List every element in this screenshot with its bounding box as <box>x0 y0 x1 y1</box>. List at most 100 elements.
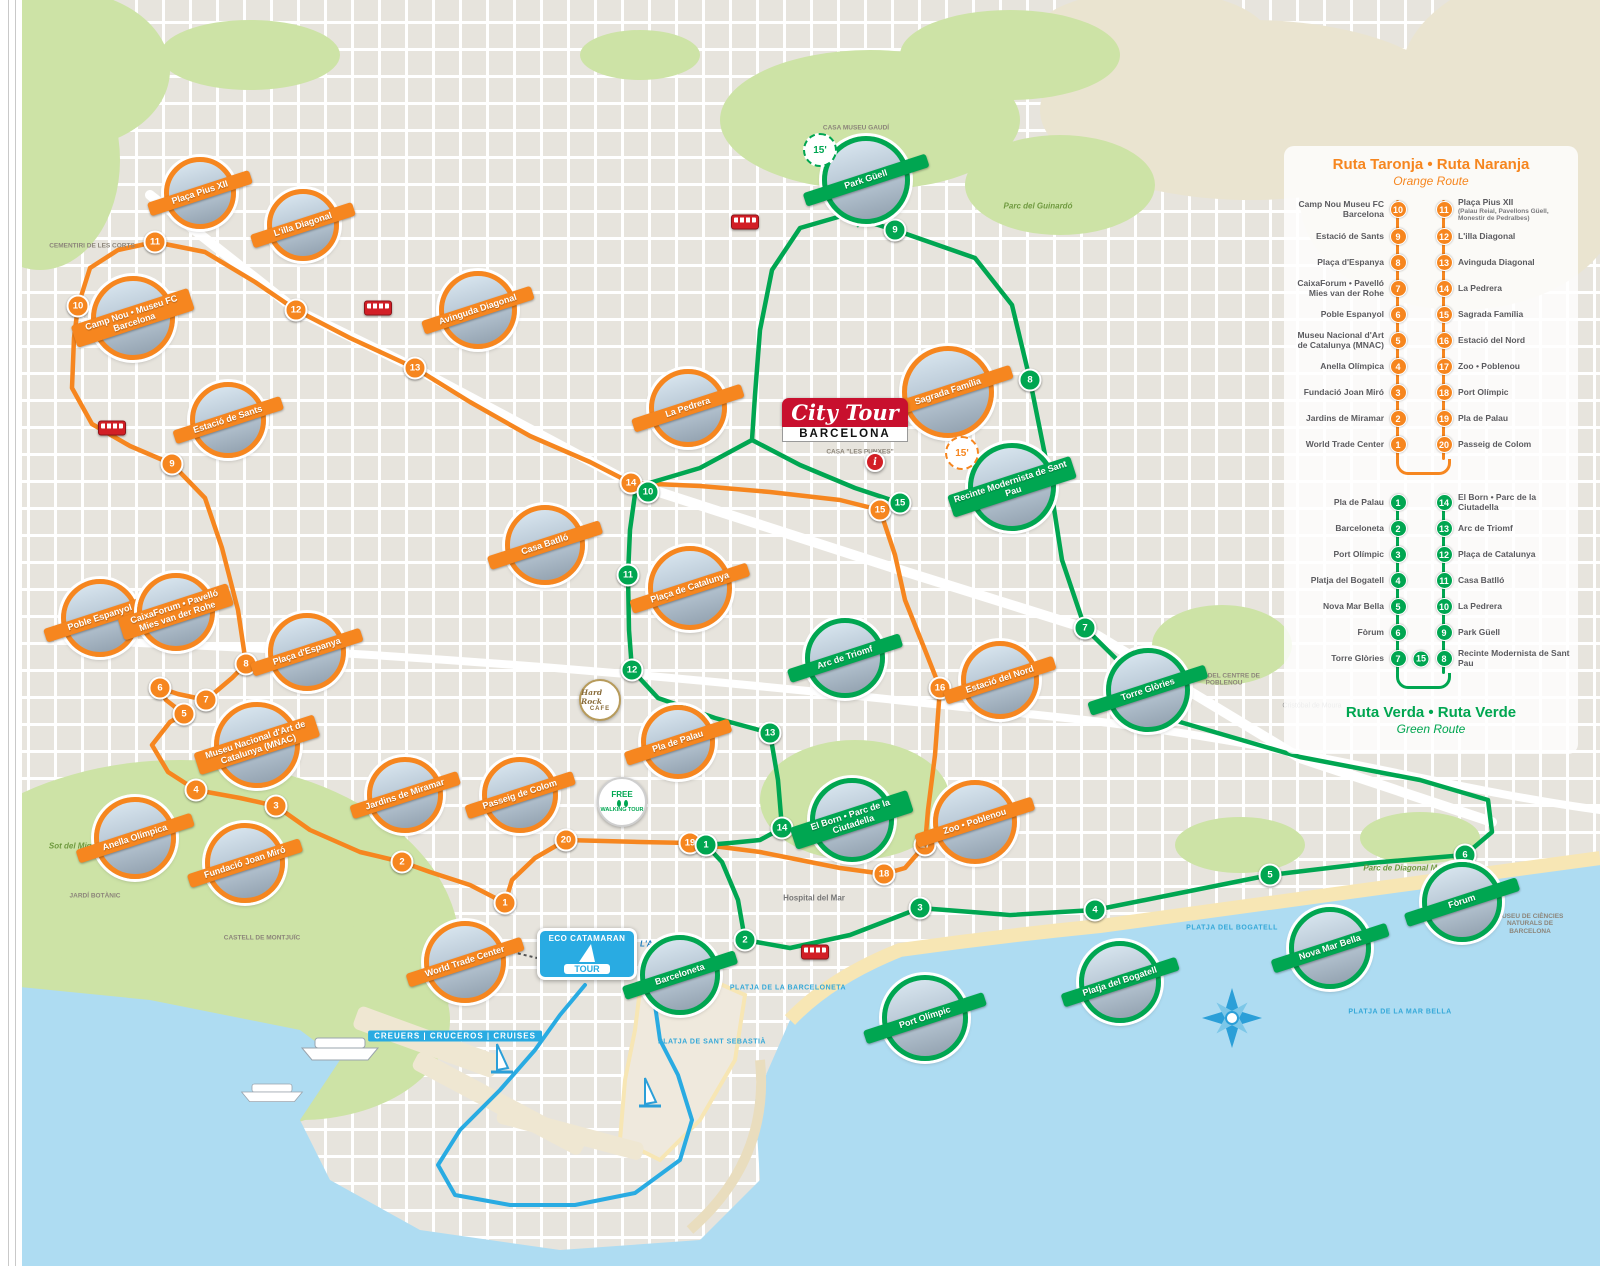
map-label: Parc del Guinardó <box>1003 201 1073 211</box>
landmark-zoo-poblenou[interactable]: Zoo • Poblenou <box>914 780 1036 864</box>
route-stop-green-12[interactable]: 12 <box>620 658 644 682</box>
map-label: MUSEU DE CIÈNCIES NATURALS DE BARCELONA <box>1496 912 1564 935</box>
landmark-l-illa-diagonal[interactable]: L'illa Diagonal <box>249 189 357 261</box>
eco-connector-dashed <box>511 951 538 959</box>
landmark-arc-de-triomf[interactable]: Arc de Triomf <box>786 618 904 698</box>
route-stop-green-7[interactable]: 7 <box>1073 616 1097 640</box>
route-stop-green-5[interactable]: 5 <box>1258 863 1282 887</box>
landmark-jardins-de-miramar[interactable]: Jardins de Miramar <box>349 757 461 833</box>
landmark-pla-a-de-catalunya[interactable]: Plaça de Catalunya <box>629 546 751 630</box>
stop-number-badge: 5 <box>1389 332 1407 350</box>
landmark-park-g-ell[interactable]: Park Güell <box>802 136 930 224</box>
route-stop-green-13[interactable]: 13 <box>758 721 782 745</box>
landmark-casa-batll[interactable]: Casa Batlló <box>486 505 604 585</box>
legend-left-label: Fundació Joan Miró <box>1303 387 1384 398</box>
route-stop-orange-13[interactable]: 13 <box>403 356 427 380</box>
landmark-pla-a-pius-xii[interactable]: Plaça Pius XII <box>146 157 254 229</box>
route-stop-green-4[interactable]: 4 <box>1083 898 1107 922</box>
legend-row-gap <box>1408 356 1434 378</box>
legend-left-label: Plaça d'Espanya <box>1317 257 1384 268</box>
legend-right-label: Casa Batlló <box>1458 575 1505 586</box>
landmark-caixaforum-pavell-mies-van-der-rohe[interactable]: CaixaForum • Pavelló Mies van der Rohe <box>117 573 235 651</box>
route-stop-orange-7[interactable]: 7 <box>194 688 218 712</box>
catamaran-icon <box>639 1077 661 1108</box>
route-stop-orange-15[interactable]: 15 <box>868 498 892 522</box>
map-label: CREUERS | CRUCEROS | CRUISES <box>368 1030 542 1042</box>
hard-rock-text: Hard Rock <box>581 688 603 706</box>
landmark-torre-gl-ries[interactable]: Torre Glòries <box>1087 648 1209 732</box>
legend-row-gap <box>1408 198 1434 222</box>
landmark-port-ol-mpic[interactable]: Port Olímpic <box>862 975 988 1061</box>
landmark-passeig-de-colom[interactable]: Passeig de Colom <box>464 757 576 833</box>
landmark-camp-nou-museu-fc-barcelona[interactable]: Camp Nou • Museu FC Barcelona <box>70 276 196 360</box>
route-stop-orange-18[interactable]: 18 <box>872 862 896 886</box>
eco-catamaran-badge[interactable]: ECO CATAMARAN TOUR <box>537 928 637 980</box>
landmark-museu-nacional-d-art-de-catalunya-mnac[interactable]: Museu Nacional d'Art de Catalunya (MNAC) <box>193 702 321 788</box>
route-stop-green-8[interactable]: 8 <box>1018 368 1042 392</box>
route-stop-orange-5[interactable]: 5 <box>172 702 196 726</box>
stop-number-badge: 16 <box>1435 332 1453 350</box>
map-label: Hospital del Mar <box>783 893 845 903</box>
landmark-nova-mar-bella[interactable]: Nova Mar Bella <box>1270 907 1390 989</box>
legend-row-gap <box>1408 492 1434 514</box>
route-stop-green-1[interactable]: 1 <box>694 833 718 857</box>
landmark-pla-de-palau[interactable]: Pla de Palau <box>623 705 733 779</box>
stop-number-badge: 11 <box>1435 572 1453 590</box>
route-stop-green-2[interactable]: 2 <box>733 928 757 952</box>
tour-bus-icon <box>731 214 759 230</box>
route-stop-orange-12[interactable]: 12 <box>284 298 308 322</box>
landmark-sagrada-fam-lia[interactable]: Sagrada Família <box>882 346 1014 438</box>
landmark-el-born-parc-de-la-ciutadella[interactable]: El Born • Parc de la Ciutadella <box>789 778 915 862</box>
landmark-barceloneta[interactable]: Barceloneta <box>621 935 739 1015</box>
landmark-avinguda-diagonal[interactable]: Avinguda Diagonal <box>421 271 535 349</box>
landmark-fundaci-joan-mir[interactable]: Fundació Joan Miró <box>186 823 304 903</box>
info-stop[interactable]: i <box>865 452 885 472</box>
stop-number-badge: 1 <box>1389 436 1407 454</box>
legend-row-gap <box>1408 518 1434 540</box>
route-stop-orange-1[interactable]: 1 <box>493 891 517 915</box>
route-stop-orange-2[interactable]: 2 <box>390 850 414 874</box>
legend-row-gap <box>1408 408 1434 430</box>
landmark-world-trade-center[interactable]: World Trade Center <box>405 921 525 1003</box>
route-stop-orange-6[interactable]: 6 <box>148 676 172 700</box>
page-edge <box>0 0 22 1266</box>
landmark-estaci-del-nord[interactable]: Estació del Nord <box>943 641 1057 719</box>
landmark-pla-a-d-espanya[interactable]: Plaça d'Espanya <box>250 613 364 691</box>
route-stop-orange-20[interactable]: 20 <box>554 828 578 852</box>
legend-right-label: Estació del Nord <box>1458 335 1526 346</box>
legend-right-label: L'illa Diagonal <box>1458 231 1516 242</box>
landmark-photo <box>1106 648 1190 732</box>
route-stop-orange-4[interactable]: 4 <box>184 778 208 802</box>
legend-orange-title: Ruta Taronja • Ruta Naranja <box>1332 156 1530 173</box>
landmark-la-pedrera[interactable]: La Pedrera <box>631 369 745 447</box>
legend-row-gap <box>1408 278 1434 300</box>
legend-right-sublabel: (Palau Reial, Pavellons Güell, Monestir … <box>1458 207 1549 222</box>
landmark-platja-del-bogatell[interactable]: Platja del Bogatell <box>1060 941 1180 1023</box>
route-stop-orange-11[interactable]: 11 <box>143 230 167 254</box>
city-tour-logo-city: BARCELONA <box>782 427 908 442</box>
eco-catamaran-tour-text: TOUR <box>564 964 610 974</box>
route-stop-green-15[interactable]: 15 <box>888 491 912 515</box>
landmark-estaci-de-sants[interactable]: Estació de Sants <box>172 382 284 458</box>
stop-number-badge: 9 <box>1389 228 1407 246</box>
legend-left-label: Barceloneta <box>1335 523 1384 534</box>
route-stop-green-10[interactable]: 10 <box>636 480 660 504</box>
map-label: PARC DEL CENTRE DE POBLENOU <box>1188 672 1260 687</box>
route-stop-green-11[interactable]: 11 <box>616 563 640 587</box>
route-stop-orange-9[interactable]: 9 <box>160 452 184 476</box>
landmark-f-rum[interactable]: Fòrum <box>1403 862 1521 942</box>
landmark-recinte-modernista-de-sant-pau[interactable]: Recinte Modernista de Sant Pau <box>947 443 1077 531</box>
landmark-anella-ol-mpica[interactable]: Anella Olímpica <box>75 797 195 879</box>
legend-route-line <box>1396 200 1399 460</box>
route-stop-orange-3[interactable]: 3 <box>264 794 288 818</box>
route-stop-green-9[interactable]: 9 <box>883 218 907 242</box>
route-stop-green-3[interactable]: 3 <box>908 896 932 920</box>
legend-green-title: Ruta Verda • Ruta Verde <box>1345 703 1517 721</box>
map-label: Sot del Migdia <box>48 841 104 851</box>
legend-left-label: Jardins de Miramar <box>1306 413 1384 424</box>
route-stop-orange-10[interactable]: 10 <box>66 294 90 318</box>
legend-left-label: Torre Glòries <box>1331 653 1384 664</box>
legend-right-label: Zoo • Poblenou <box>1458 361 1520 372</box>
city-tour-logo: City Tour BARCELONA <box>782 398 908 442</box>
